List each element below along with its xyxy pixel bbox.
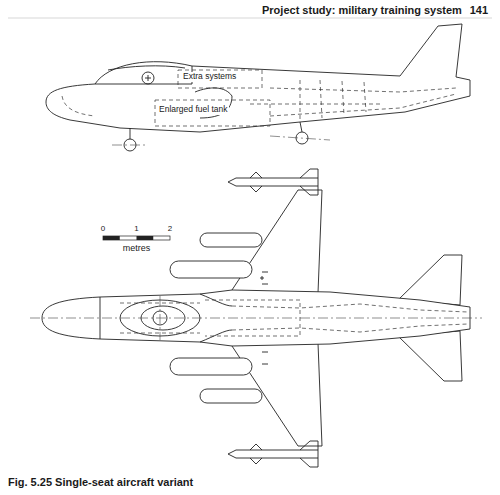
part-label: Enlarged fuel tank [158, 105, 229, 115]
main-gear-leg [300, 122, 302, 132]
drop-tank [200, 389, 262, 403]
missile-upper [228, 169, 318, 195]
scale-label: 0 [101, 224, 105, 233]
engine-outline [270, 88, 456, 116]
figure-caption: Fig. 5.25 Single-seat aircraft variant [8, 476, 193, 489]
scale-label: 1 [134, 224, 138, 233]
nose-gear-leg [130, 128, 131, 140]
datum-mark [260, 276, 264, 280]
main-wheel-axis [270, 136, 330, 140]
datum-mark [145, 75, 151, 81]
wing-line [250, 104, 380, 105]
page-header: Project study: military training system [262, 4, 462, 17]
nose-wheel-axis [112, 145, 148, 146]
drop-tank [200, 233, 262, 247]
centre-line [30, 318, 482, 319]
drop-tank [170, 358, 252, 375]
scale-label: 2 [168, 224, 172, 233]
radome-joint [100, 297, 101, 339]
part-label: Extra systems [182, 72, 237, 82]
drop-tank [170, 261, 252, 278]
cockpit-axis [160, 296, 161, 340]
side-fuselage [46, 24, 470, 132]
header-rule [8, 18, 492, 19]
plan-view [30, 169, 482, 467]
missile-lower [228, 441, 318, 467]
canopy-line [108, 66, 185, 70]
canopy-rail [95, 66, 192, 84]
pilot-head [142, 72, 154, 84]
side-view [46, 24, 470, 151]
page-header: 141 [470, 4, 488, 17]
frames [300, 80, 366, 120]
radome-line [62, 96, 95, 116]
scale-label: metres [123, 243, 151, 253]
scale-bar [103, 236, 170, 240]
extra-systems-bay [178, 70, 262, 88]
tailplane-upper [398, 255, 462, 305]
tailplane-lower [398, 331, 462, 381]
